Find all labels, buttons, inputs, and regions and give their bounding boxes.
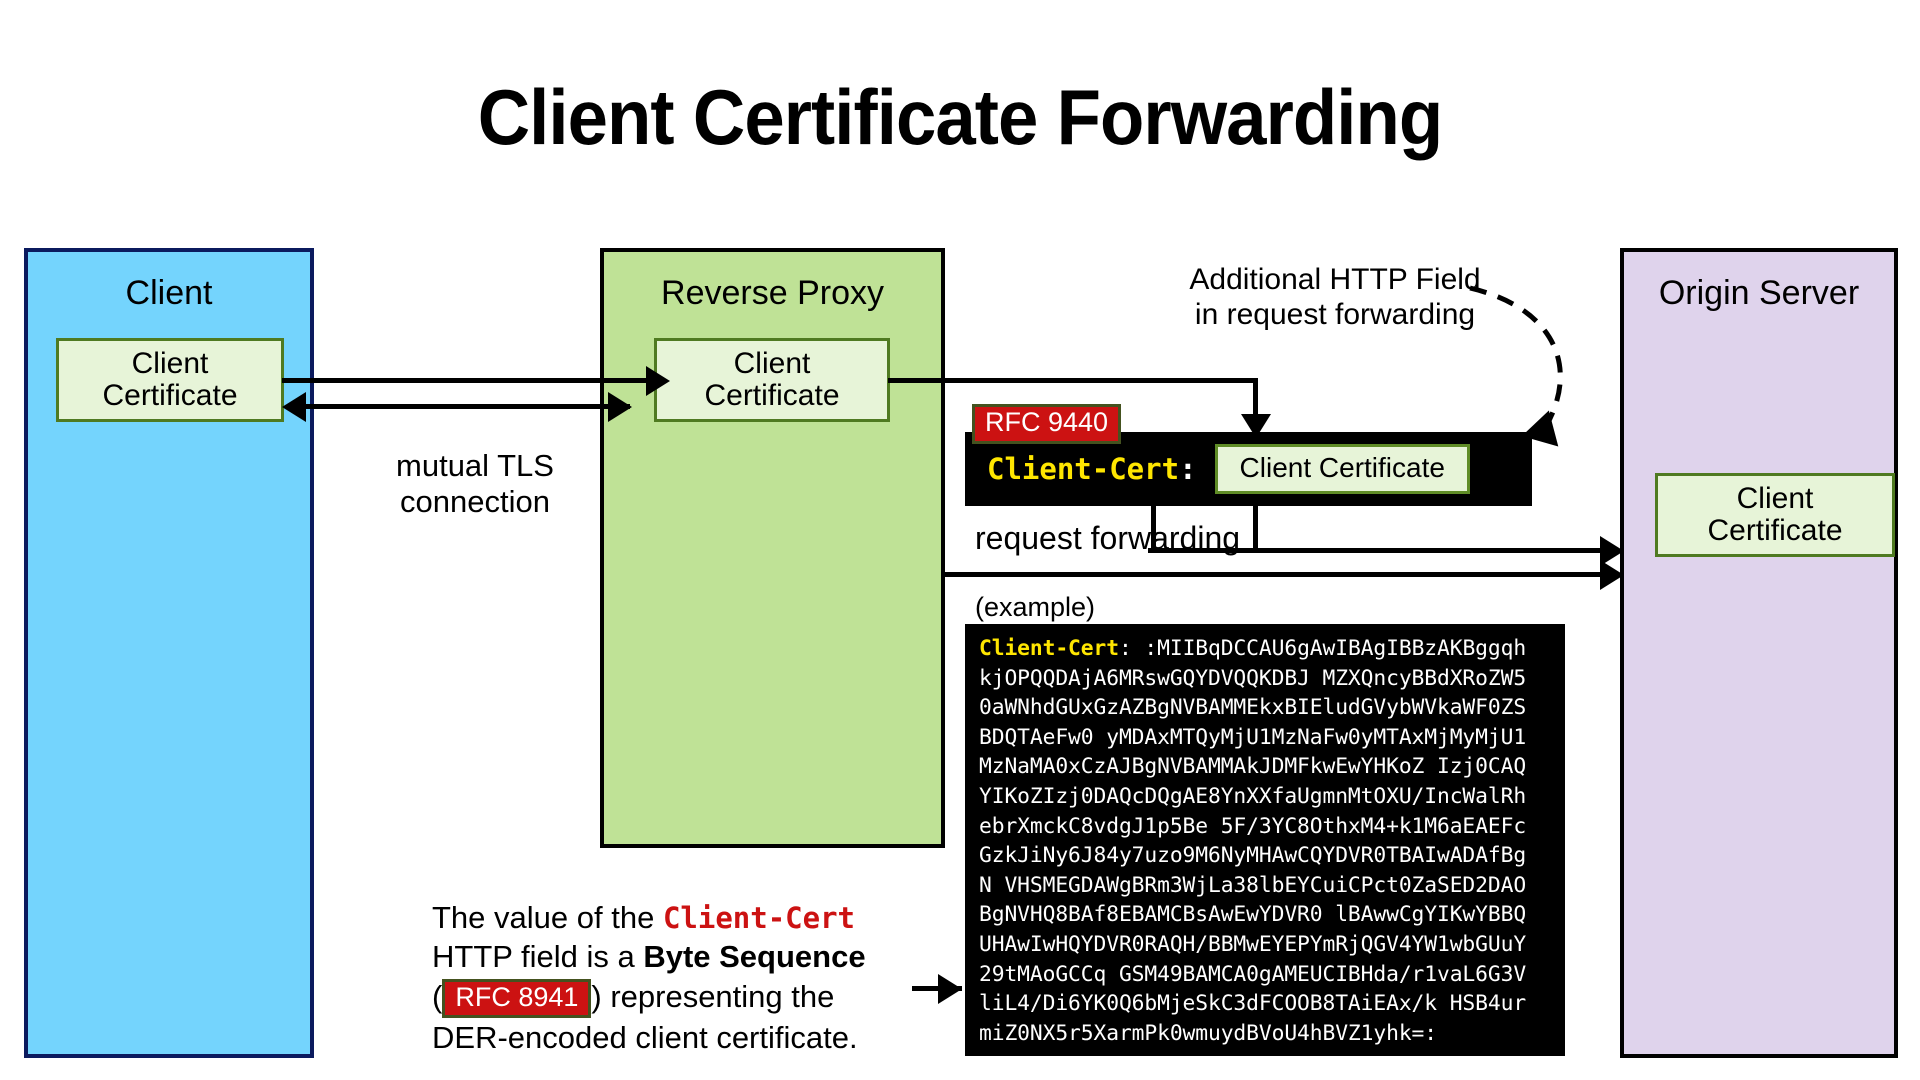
client-box-title: Client [125,274,213,312]
example-field-colon: : [1118,636,1132,661]
mutual-tls-arrowhead-right [608,392,632,422]
header-to-origin-dashed-down [1253,506,1258,550]
example-line: N VHSMEGDAWgBRm3WjLa38lbEYCuiCPct0ZaSED2… [979,872,1527,898]
origin-server-box: Origin Server [1620,248,1898,1058]
example-line-0: :MIIBqDCCAU6gAwIBAgIBBzAKBggqh [1131,636,1527,661]
header-value-certificate-chip: Client Certificate [1214,444,1470,494]
proxy-certificate-chip: Client Certificate [654,338,890,422]
explanation-part-3: DER-encoded client certificate. [432,1020,858,1056]
example-line: YIKoZIzj0DAQcDQgAE8YnXXfaUgmnMtOXU/IncWa… [979,783,1527,809]
explanation-part-2: HTTP field is a [432,939,644,975]
explanation-paren-close: ) representing the [591,978,835,1014]
cert-flow-dashed-line-3 [1253,378,1258,440]
rfc-9440-badge: RFC 9440 [972,404,1122,444]
explanation-connector-arrowhead [938,974,962,1004]
client-cert-header-box: Client-Cert: Client Certificate [965,432,1532,506]
example-line: ebrXmckC8vdgJ1p5Be 5F/3YC8OthxM4+k1M6aEA… [979,813,1527,839]
example-line: 0aWNhdGUxGzAZBgNVBAMMEkxBIEludGVybWVkaWF… [979,695,1527,721]
header-to-origin-dashed-elbow [1151,506,1156,551]
page-title: Client Certificate Forwarding [477,73,1443,161]
explanation-connector-dashed [912,986,962,991]
header-to-origin-dashed-right [1148,548,1610,553]
mutual-tls-arrowhead-left [282,392,306,422]
explanation-emphasis: Byte Sequence [643,939,866,975]
origin-server-box-title: Origin Server [1658,274,1860,312]
example-line: BDQTAeFw0 yMDAxMTQyMjU1MzNaFw0yMTAxMjMyM… [979,724,1527,750]
origin-certificate-chip: Client Certificate [1655,473,1895,557]
header-field-name: Client-Cert [987,452,1180,486]
additional-http-field-label: Additional HTTP Field in request forward… [1189,263,1481,332]
request-forwarding-arrowhead [1600,560,1624,590]
cert-flow-dashed-line-1 [282,378,650,383]
explanation-paren-open: ( [432,978,443,1014]
example-line: liL4/Di6YK0Q6bMjeSkC3dFCOOB8TAiEAx/k HSB… [979,991,1527,1017]
reverse-proxy-box-title: Reverse Proxy [661,274,884,312]
example-line: kjOPQQDAjA6MRswGQYDVQQKDBJ MZXQncyBBdXRo… [979,665,1527,691]
client-certificate-chip: Client Certificate [56,338,284,422]
example-line: GzkJiNy6J84y7uzo9M6NyMHAwCQYDVR0TBAIwADA… [979,843,1527,869]
example-code-block: Client-Cert: :MIIBqDCCAU6gAwIBAgIBBzAKBg… [965,624,1565,1056]
mutual-tls-line [300,404,630,409]
explanation-field-name: Client-Cert [662,901,855,935]
cert-flow-arrowhead-proxy [646,366,670,396]
mutual-tls-label: mutual TLS connection [396,448,554,519]
example-line: miZ0NX5r5XarmPk0wmuydBVoU4hBVZ1yhk=: [979,1020,1437,1046]
example-field-name: Client-Cert [979,636,1119,661]
example-line: BgNVHQ8BAf8EBAMCBsAwEwYDVR0 lBAwwCgYIKwY… [979,902,1527,928]
rfc-8941-badge: RFC 8941 [442,978,592,1019]
example-caption: (example) [975,592,1096,622]
example-line: UHAwIwHQYDVR0RAQH/BBMwEYEPYmRjQGV4YW1wbG… [979,931,1527,957]
explanation-text: The value of the Client-Cert HTTP field … [432,898,902,1058]
example-line: MzNaMA0xCzAJBgNVBAMMAkJDMFkwEwYHKoZ Izj0… [979,754,1527,780]
cert-flow-dashed-line-2 [888,378,1257,383]
example-code-first-line: Client-Cert: :MIIBqDCCAU6gAwIBAgIBBzAKBg… [979,634,1565,664]
explanation-part-1: The value of the [432,900,663,935]
request-forwarding-line [945,572,1608,577]
request-forwarding-label: request forwarding [975,520,1241,556]
header-field-colon: : [1179,452,1197,486]
example-line: 29tMAoGCCq GSM49BAMCA0gAMEUCIBHda/r1vaL6… [979,961,1527,987]
